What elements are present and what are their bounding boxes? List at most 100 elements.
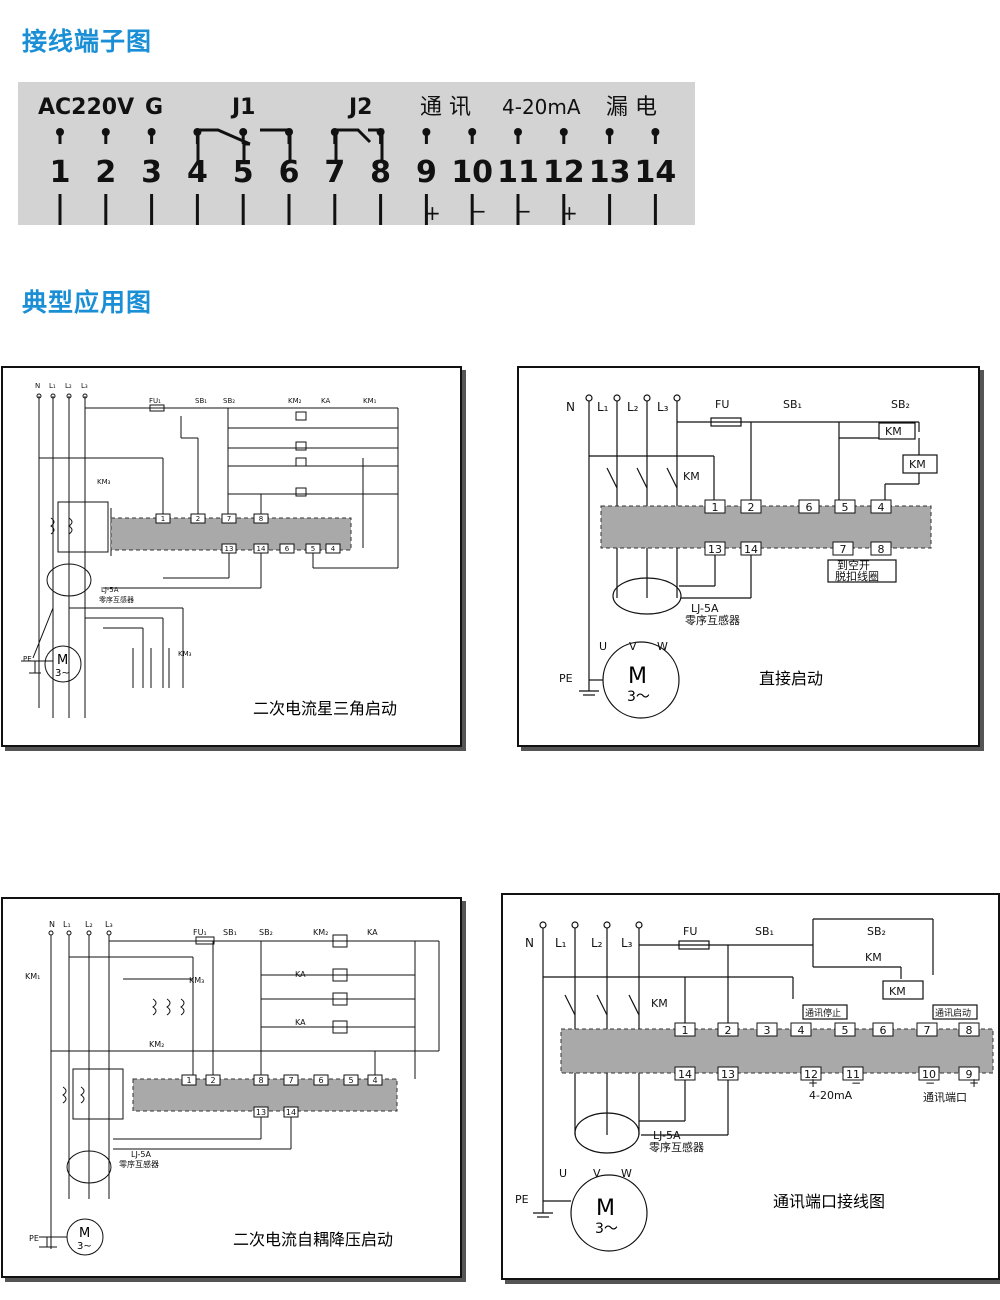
cp-bot-box-11 xyxy=(842,1066,864,1081)
label-comm: 通 讯 xyxy=(420,95,471,120)
cp-ct-desc: 零序互感器 xyxy=(649,1140,704,1154)
svg-text:−: − xyxy=(851,1076,861,1090)
terminal-number-10: 10 xyxy=(451,155,493,190)
ds-pe: PE xyxy=(559,672,573,685)
caption-auto-transformer: 二次电流自耦降压启动 xyxy=(233,1230,393,1249)
label-analog: 4-20mA xyxy=(502,95,581,119)
at-top-box-2 xyxy=(205,1074,221,1086)
at-pe: PE xyxy=(29,1234,39,1243)
at-km3: KM₃ xyxy=(189,976,204,985)
cp-bot-box-12 xyxy=(800,1066,822,1081)
at-line-n: N xyxy=(49,920,55,929)
ds-km-3: KM xyxy=(683,470,700,483)
cp-top-label-2: 2 xyxy=(725,1024,732,1037)
at-bot-label-13: 13 xyxy=(256,1108,266,1117)
ds-line-l3: L₃ xyxy=(657,400,669,414)
cp-top-label-7: 7 xyxy=(924,1024,931,1037)
ds-km-2: KM xyxy=(909,458,926,471)
at-line-l2: L₂ xyxy=(85,920,93,929)
sd-top-label-1: 1 xyxy=(161,515,165,523)
terminal-number-12: 12 xyxy=(543,155,585,190)
sd-fu: FU₁ xyxy=(149,397,161,405)
ds-bot-box-13 xyxy=(704,541,726,556)
ds-v: V xyxy=(629,640,637,653)
cp-motor: M xyxy=(596,1196,615,1221)
svg-text:−: − xyxy=(925,1076,935,1090)
svg-text:+: + xyxy=(808,1076,818,1090)
ds-sb1: SB₁ xyxy=(783,398,802,411)
sd-ct-desc: 零序互感器 xyxy=(99,595,134,604)
at-top-label-7: 7 xyxy=(288,1076,293,1085)
ds-w: W xyxy=(657,640,668,653)
panel-star-delta: N L₁ L₂ L₃ xyxy=(1,366,462,747)
sd-sb2: SB₂ xyxy=(223,397,235,405)
at-top-label-5: 5 xyxy=(348,1076,353,1085)
ds-ct-desc: 零序互感器 xyxy=(685,613,740,627)
terminal-number-1: 1 xyxy=(50,155,71,190)
ds-top-label-1: 1 xyxy=(712,501,719,514)
cp-bot-label-12: 12 xyxy=(804,1068,818,1081)
at-ct-desc: 零序互感器 xyxy=(119,1159,159,1169)
cp-top-box-3 xyxy=(756,1022,778,1037)
cp-pe: PE xyxy=(515,1193,529,1206)
label-j2: J2 xyxy=(347,95,373,120)
at-bot-box-14 xyxy=(283,1106,299,1118)
ds-top-label-4: 4 xyxy=(878,501,885,514)
at-sb2: SB₂ xyxy=(259,928,273,937)
cp-top-box-2 xyxy=(717,1022,739,1037)
sd-top-box-2 xyxy=(190,513,206,524)
cp-comm-start: 通讯启动 xyxy=(935,1007,971,1019)
cp-bot-label-10: 10 xyxy=(922,1068,936,1081)
cp-bot-label-14: 14 xyxy=(678,1068,692,1081)
cp-line-l3: L₃ xyxy=(621,936,633,950)
sd-top-box-1 xyxy=(155,513,171,524)
sd-ka: KA xyxy=(321,397,330,405)
at-motor-sub: 3~ xyxy=(77,1241,92,1252)
sd-ct-name: LJ-5A xyxy=(101,586,119,594)
sd-motor-sub: 3~ xyxy=(55,668,70,679)
polarity-11: − xyxy=(515,199,532,223)
terminal-diagram-title: 接线端子图 xyxy=(22,27,153,56)
cp-ct-name: LJ-5A xyxy=(653,1129,681,1142)
sd-km-main: KM₁ xyxy=(363,397,377,405)
cp-top-label-1: 1 xyxy=(682,1024,689,1037)
auto-transformer-diagram: N L₁ L₂ L₃ xyxy=(25,920,440,1256)
ds-motor: M xyxy=(628,664,647,689)
cp-top-box-1 xyxy=(674,1022,696,1037)
terminal-number-7: 7 xyxy=(324,155,345,190)
cp-fu: FU xyxy=(683,925,697,938)
cp-comm-stop: 通讯停止 xyxy=(805,1007,841,1019)
cp-w: W xyxy=(621,1167,632,1180)
sd-bot-box-5 xyxy=(305,543,321,554)
cp-top-box-6 xyxy=(872,1022,894,1037)
ds-bot-label-8: 8 xyxy=(878,543,885,556)
ds-sb2: SB₂ xyxy=(891,398,910,411)
at-bot-label-14: 14 xyxy=(286,1108,296,1117)
cp-bot-label-11: 11 xyxy=(846,1068,860,1081)
ds-bot-box-8 xyxy=(870,541,892,556)
star-delta-diagram: N L₁ L₂ L₃ xyxy=(21,382,399,718)
panel-direct-start: N L₁ L₂ L₃ xyxy=(517,366,980,747)
sd-motor: M xyxy=(57,653,68,668)
ds-line-l1: L₁ xyxy=(597,400,609,414)
at-top-box-6 xyxy=(313,1074,329,1086)
ds-top-box-6 xyxy=(798,499,820,514)
at-top-box-1 xyxy=(181,1074,197,1086)
cp-sb2: SB₂ xyxy=(867,925,886,938)
at-top-box-4 xyxy=(367,1074,383,1086)
line-l1: L₁ xyxy=(49,382,56,390)
ds-trip2: 脱扣线圈 xyxy=(835,569,879,583)
sd-top-box-8 xyxy=(253,513,269,524)
at-km-main: KM₁ xyxy=(25,972,40,981)
at-top-label-8: 8 xyxy=(258,1076,263,1085)
at-ka-2: KA xyxy=(295,1018,306,1027)
cp-top-label-8: 8 xyxy=(966,1024,973,1037)
cp-top-box-7 xyxy=(916,1022,938,1037)
cp-line-l2: L₂ xyxy=(591,936,603,950)
at-sb1: SB₁ xyxy=(223,928,237,937)
caption-star-delta: 二次电流星三角启动 xyxy=(253,699,397,718)
